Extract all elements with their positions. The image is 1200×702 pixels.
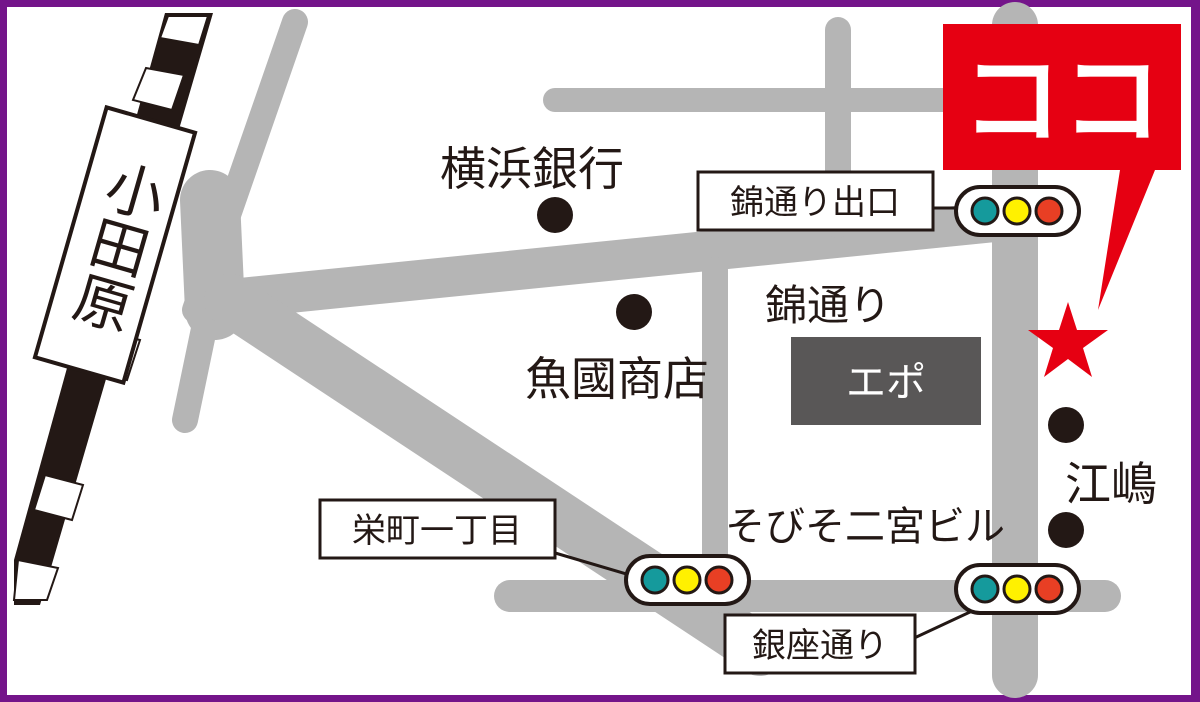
traffic-signals: 錦通り出口 栄町一丁目 銀座通り [318,170,1081,675]
epo-label: エポ [846,360,926,406]
traffic-light-icon [954,563,1081,615]
nishiki-street-label: 錦通り [765,281,891,330]
bank-label: 横浜銀行 [440,142,624,196]
ejima-label: 江嶋 [1065,457,1157,511]
here-label: ココ [962,42,1162,159]
fish-shop-dot [616,294,652,330]
signal-label-sakae: 栄町一丁目 [352,511,522,551]
station-sign-box [32,104,198,386]
signal-label-box-nishiki-exit [696,170,935,232]
signal-label-ginza: 銀座通り [752,626,888,666]
road-nishiki [220,200,1035,318]
traffic-light-icon [954,185,1081,237]
landmarks: 横浜銀行 魚國商店 錦通り エポ 江嶋 そびそ二宮ビル [440,142,1157,550]
traffic-light-icon [624,554,751,606]
star-icon [1028,302,1108,377]
fish-shop-label: 魚國商店 [525,352,709,406]
epo-box [791,337,981,425]
here-callout: ココ [943,24,1181,377]
building-dot [1048,512,1084,548]
signal-label-nishiki-exit: 錦通り出口 [730,183,900,223]
building-label: そびそ二宮ビル [725,504,1005,550]
signal-label-box-sakae [318,498,557,560]
ejima-dot [1048,407,1084,443]
bank-dot [537,197,573,233]
signal-label-box-ginza [723,613,917,675]
